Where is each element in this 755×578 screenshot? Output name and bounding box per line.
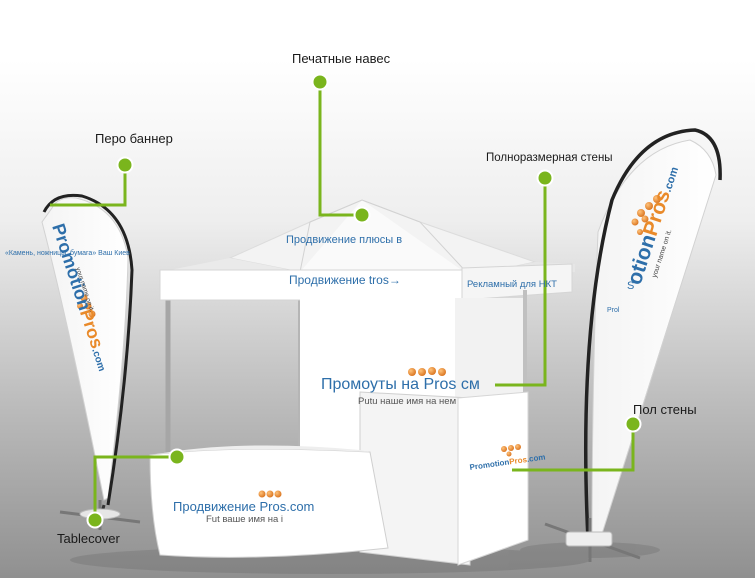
callout-label-tablecover: Tablecover [57,531,120,546]
right-flag-base [544,518,641,562]
callout-dot-canopy-end [353,206,371,224]
callout-label-half-wall: Пол стены [633,402,697,417]
tablecover-tagline: Fut ваше имя на i [206,514,284,525]
right-flag-fabric [591,139,717,541]
callout-label-canopy: Печатные навес [292,51,391,66]
feather-banner-right: otionPros.com your name on it. [544,128,722,562]
back-wall-brand: Промоуты на Pros см [321,376,480,393]
table-logo-dots [258,490,282,498]
callout-label-feather-banner: Перо баннер [95,131,173,146]
canopy-roof-front [300,200,470,276]
table-with-cover [149,445,389,558]
canopy-print-side: Рекламный для НКТ [467,279,557,290]
callout-dot-canopy [311,73,329,91]
canopy-print-valance-text: Продвижение tros [289,273,389,287]
arrow-right-icon: → [388,273,401,287]
half-wall-logo-dots [501,444,521,457]
callout-markers [86,73,642,529]
callout-dot-tablecover [168,448,186,466]
canopy-print-top: Продвижение плюсы в [286,234,403,246]
callout-line-canopy [318,82,362,217]
callout-line-feather-banner [50,165,127,207]
callout-dot-full-wall [536,169,554,187]
callout-dot-half-wall [624,415,642,433]
callout-label-full-wall: Полноразмерная стены [486,152,613,164]
back-wall-tagline: Putu наше имя на нем [358,396,457,407]
callout-lines [50,82,635,520]
left-flag-caption: «Камень, ножницы, бумага» Ваш Киев [5,250,130,257]
canopy-roof-seams [299,199,471,277]
feather-banner-left: PromotionPros.com your name on it. [41,193,141,530]
half-wall-side-panel [457,391,529,566]
tablecover-front [149,448,389,558]
callout-line-full-wall [495,178,547,387]
callout-line-tablecover [93,455,177,520]
right-flag-s: S [627,280,635,292]
right-flag-logo-dots [631,195,661,235]
canopy-valance-front [159,269,463,301]
right-flag-pole [583,128,722,541]
back-wall-logo-dots [408,367,446,376]
callout-dot-tablecover-end [86,511,104,529]
right-flag-small-text: Prol [607,307,620,314]
table-top [150,445,370,455]
callout-line-half-wall [512,424,635,472]
left-flag-logo-dots [77,294,96,318]
tablecover-brand: Продвижение Pros.com [173,499,315,514]
callout-dot-feather-banner [116,156,134,174]
left-flag-pole [42,193,134,506]
half-wall: PromotionPros.com [359,391,546,566]
canopy-print-valance: Продвижение tros→ [289,273,401,287]
left-flag-fabric [41,197,129,501]
